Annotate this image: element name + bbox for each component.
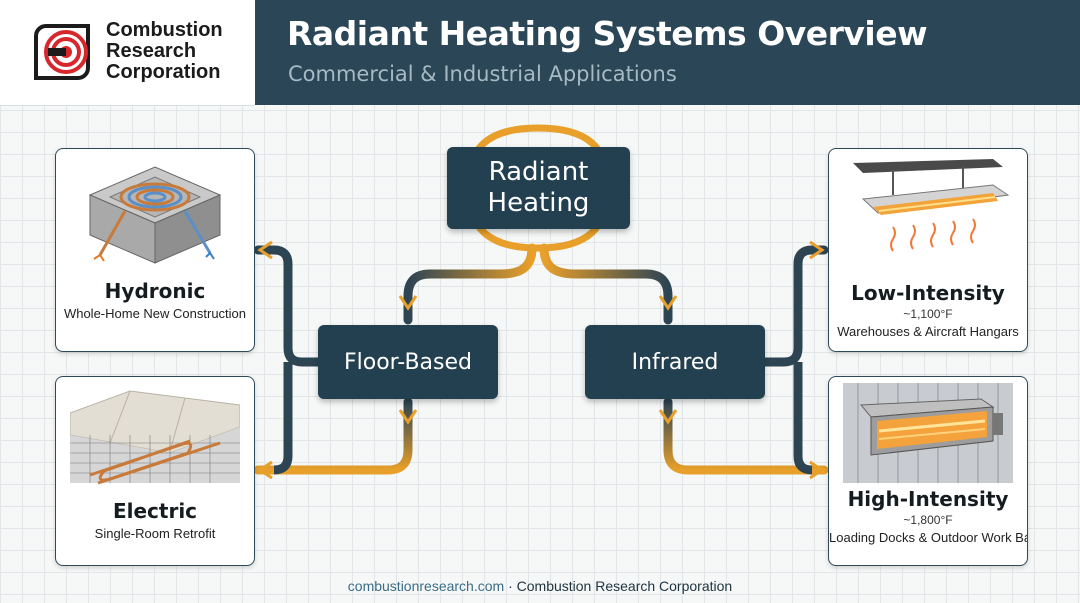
node-infrared-label: Infrared <box>631 349 719 375</box>
arrow-down-icon <box>658 409 678 425</box>
card-electric-desc: Single-Room Retrofit <box>94 526 216 541</box>
card-high-intensity-temp: ~1,800°F <box>903 513 953 527</box>
connector-root-floor <box>403 243 537 325</box>
node-floor-based-label: Floor-Based <box>343 349 472 375</box>
arrow-left-icon <box>257 460 273 480</box>
card-hydronic: Hydronic Whole-Home New Construction <box>55 148 255 352</box>
header-band: Radiant Heating Systems Overview Commerc… <box>255 0 1080 105</box>
footer: combustionresearch.com · Combustion Rese… <box>0 578 1080 594</box>
page-title: Radiant Heating Systems Overview <box>287 14 928 53</box>
arrow-down-icon <box>398 295 418 311</box>
card-high-intensity: High-Intensity ~1,800°F Loading Docks & … <box>828 376 1028 566</box>
arrow-left-icon <box>257 240 273 260</box>
card-electric-title: Electric <box>112 499 198 523</box>
card-electric: Electric Single-Room Retrofit <box>55 376 255 566</box>
node-floor-based: Floor-Based <box>318 325 498 399</box>
ceiling-infrared-heater-icon <box>853 159 1010 252</box>
company-name: Combustion Research Corporation <box>106 20 223 83</box>
company-logo-icon <box>34 24 90 80</box>
connector-floor-electric <box>253 397 413 475</box>
card-hydronic-desc: Whole-Home New Construction <box>63 306 247 321</box>
node-radiant-heating-label: Radiant Heating <box>487 157 590 218</box>
card-low-intensity-desc: Warehouses & Aircraft Hangars <box>837 324 1019 339</box>
node-infrared: Infrared <box>585 325 765 399</box>
connector-infrared-high <box>663 397 829 475</box>
card-low-intensity-title: Low-Intensity <box>851 281 1005 305</box>
arrow-down-icon <box>658 295 678 311</box>
footer-company: Combustion Research Corporation <box>516 578 733 594</box>
arrow-down-icon <box>398 409 418 425</box>
node-radiant-heating: Radiant Heating <box>447 147 630 229</box>
connector-root-infrared <box>539 243 673 325</box>
company-name-line-1: Combustion <box>106 19 223 41</box>
hydronic-slab-pipe-icon <box>88 166 222 264</box>
card-hydronic-title: Hydronic <box>104 279 206 303</box>
company-name-line-2: Research <box>106 40 197 62</box>
footer-url[interactable]: combustionresearch.com <box>347 578 505 594</box>
card-low-intensity: Low-Intensity ~1,100°F Warehouses & Airc… <box>828 148 1028 352</box>
connector-floor-hydronic <box>253 245 323 367</box>
footer-separator: · <box>504 578 517 594</box>
card-low-intensity-temp: ~1,100°F <box>903 307 953 321</box>
connector-infrared-low <box>760 245 829 367</box>
header-logo-panel: Combustion Research Corporation <box>0 0 255 106</box>
card-high-intensity-desc: Loading Docks & Outdoor Work Bays <box>829 530 1028 545</box>
page-subtitle: Commercial & Industrial Applications <box>288 62 677 86</box>
card-high-intensity-title: High-Intensity <box>847 487 1009 511</box>
wall-infrared-heater-icon <box>843 383 1013 483</box>
company-name-line-3: Corporation <box>106 61 221 83</box>
arrow-right-icon <box>809 460 825 480</box>
electric-floor-mat-icon <box>70 390 240 485</box>
arrow-right-icon <box>809 240 825 260</box>
